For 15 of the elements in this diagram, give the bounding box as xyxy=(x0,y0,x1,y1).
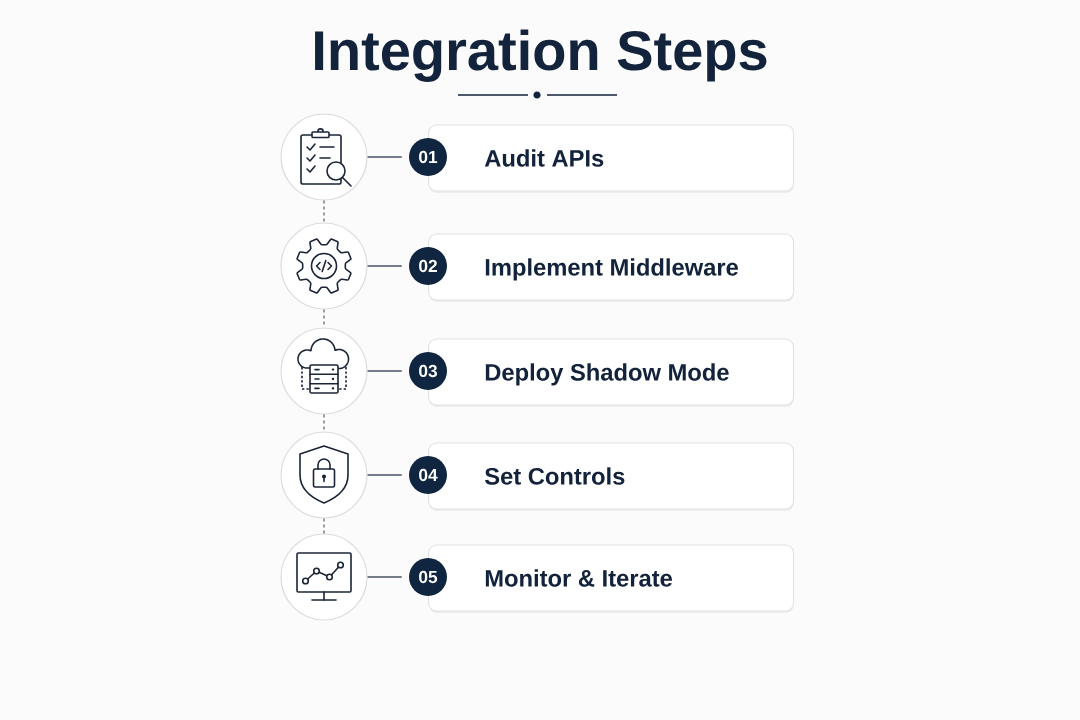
number-badge: 05 xyxy=(409,558,447,596)
number-badge: 03 xyxy=(409,352,447,390)
dashed-line xyxy=(323,309,325,328)
dashed-line xyxy=(323,518,325,534)
number-badge: 04 xyxy=(409,456,447,494)
title: Integration Steps xyxy=(315,29,767,82)
connector-line xyxy=(366,156,403,158)
dashed-line xyxy=(323,200,325,223)
connector-line xyxy=(366,265,403,267)
number-badge: 02 xyxy=(409,247,447,285)
connector-line xyxy=(366,474,403,476)
connector-line xyxy=(366,576,403,578)
connector-line xyxy=(366,370,403,372)
number-badge: 01 xyxy=(409,138,447,176)
dashed-line xyxy=(323,414,325,432)
